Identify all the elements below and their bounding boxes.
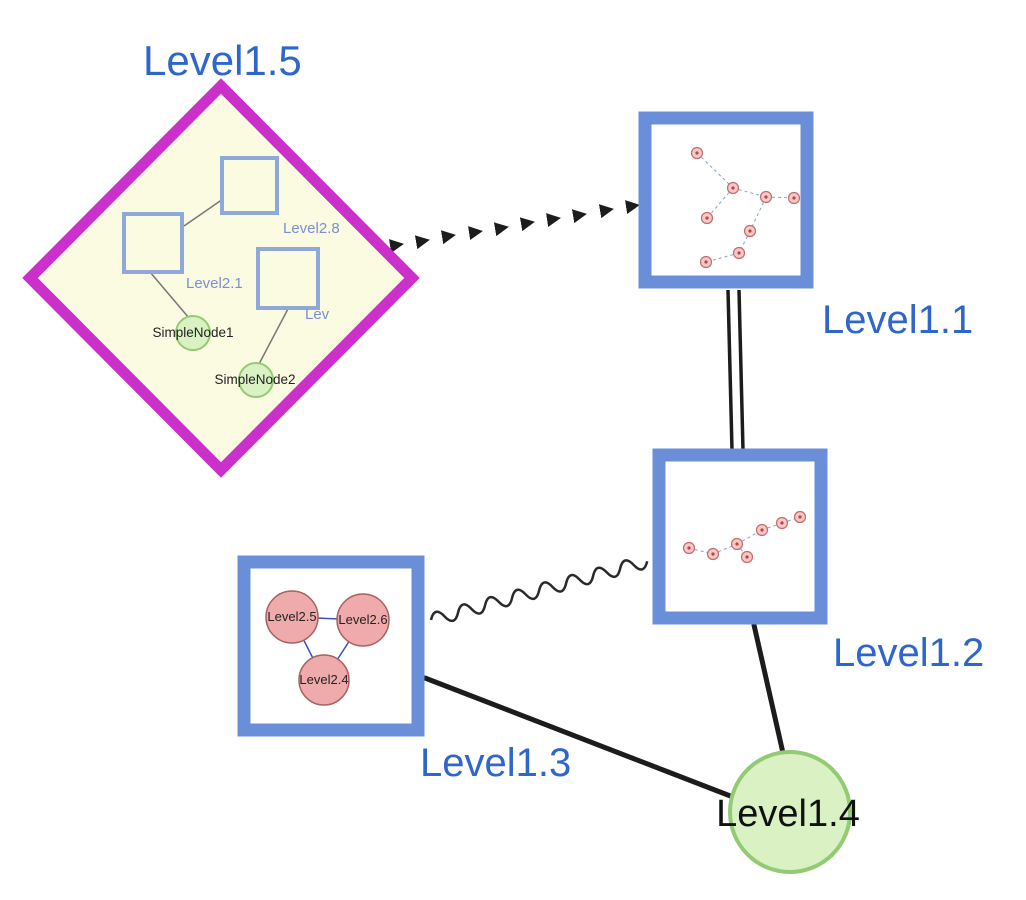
wavy-edge-path [429, 559, 649, 623]
node-level2-1-label: Level2.1 [186, 275, 243, 292]
node-level1-4[interactable] [728, 750, 852, 874]
edge-level12-level14[interactable] [751, 622, 786, 756]
node-simplenode1-label: SimpleNode1 [152, 325, 233, 340]
subgraph-node-core [731, 186, 735, 190]
subgraph-node-core [798, 515, 802, 519]
double-edge-line [737, 289, 745, 451]
node-level2-8[interactable] [220, 156, 279, 215]
node-level1-2-label: Level1.2 [833, 631, 984, 675]
subgraph-node-core [745, 555, 749, 559]
diamond-shape[interactable] [22, 78, 420, 478]
edge-level13-level12[interactable] [429, 555, 649, 626]
edge-level21-simplenode1 [149, 271, 190, 319]
node-level2-4-label: Level2.4 [299, 672, 348, 687]
subgraph-edge [712, 543, 738, 555]
node-level1-5[interactable]: Level2.8 Level2.1 Lev SimpleNode1 Simple… [22, 78, 420, 478]
node-level2-5[interactable] [265, 590, 319, 644]
edge-levelx-simplenode2 [258, 306, 290, 365]
subgraph-edge [749, 196, 767, 232]
level1-1-frame[interactable] [638, 111, 814, 289]
node-simplenode2[interactable] [238, 362, 274, 398]
node-level1-1[interactable] [638, 111, 814, 289]
subgraph-node-core [780, 521, 784, 525]
node-level2-x[interactable] [256, 247, 320, 310]
subgraph-node-core [764, 195, 768, 199]
edge-level11-level12[interactable] [726, 289, 745, 451]
subgraph-node-core [735, 542, 739, 546]
subgraph-node-core [711, 552, 715, 556]
node-level2-5-label: Level2.5 [267, 609, 316, 624]
node-level2-6-label: Level2.6 [338, 612, 387, 627]
node-level1-5-label: Level1.5 [143, 37, 302, 84]
subgraph-node-core [737, 251, 741, 255]
node-level1-4-label: Level1.4 [716, 793, 860, 835]
node-level2-x-label: Lev [305, 306, 330, 323]
node-level2-6[interactable] [336, 593, 390, 647]
node-simplenode2-label: SimpleNode2 [214, 372, 295, 387]
node-level1-3[interactable]: Level2.5 Level2.6 Level2.4 [237, 555, 425, 737]
subgraph-node-core [695, 151, 699, 155]
subgraph-node-core [748, 229, 752, 233]
level1-3-subgraph: Level2.5 Level2.6 Level2.4 [265, 590, 390, 706]
subgraph-node-core [760, 528, 764, 532]
subgraph-node-core [687, 546, 691, 550]
node-level2-4[interactable] [298, 654, 350, 706]
level1-3-frame[interactable] [237, 555, 425, 737]
level1-1-subgraph [690, 146, 801, 269]
subgraph-node-core [792, 196, 796, 200]
edge-level15-to-level11[interactable] [389, 200, 640, 253]
node-level1-1-label: Level1.1 [822, 298, 973, 342]
subgraph-edge [736, 529, 763, 545]
node-level1-3-label: Level1.3 [420, 741, 571, 785]
node-level1-2[interactable] [652, 448, 828, 625]
edge-level21-level28 [183, 198, 224, 227]
subgraph-edge [706, 187, 734, 219]
subgraph-node-core [705, 216, 709, 220]
node-simplenode1[interactable] [175, 315, 211, 351]
node-level2-1[interactable] [122, 212, 184, 274]
edge-level13-level14[interactable] [422, 675, 736, 800]
subgraph-node-core [704, 260, 708, 264]
level1-2-subgraph [682, 510, 807, 564]
subgraph-edge [765, 196, 795, 199]
double-edge-line [726, 289, 734, 451]
subgraph-edge [696, 152, 734, 189]
level1-2-frame[interactable] [652, 448, 828, 625]
node-level2-8-label: Level2.8 [283, 220, 340, 237]
